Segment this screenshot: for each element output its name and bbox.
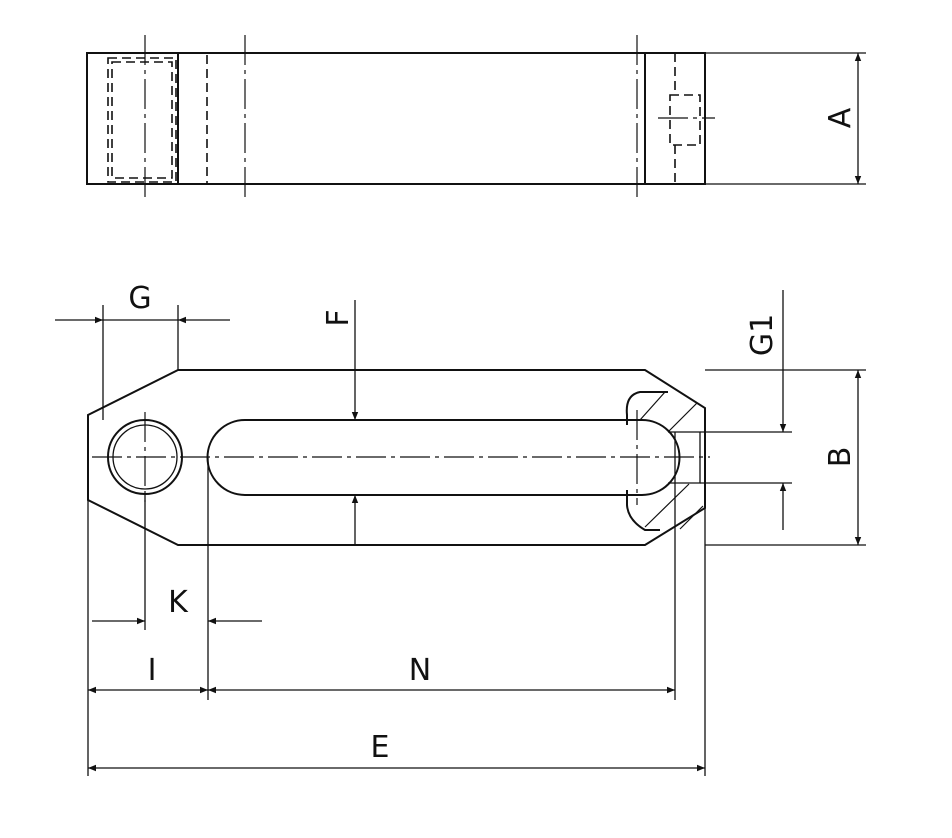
dim-label-k: K	[168, 585, 189, 620]
dim-label-g1: G1	[745, 314, 780, 356]
dim-label-g: G	[128, 281, 151, 316]
dim-label-b: B	[823, 447, 858, 468]
dim-label-e: E	[371, 730, 390, 765]
dim-label-i: I	[148, 653, 157, 688]
top-view: A	[86, 35, 866, 200]
dim-label-n: N	[409, 653, 431, 688]
dim-label-a: A	[823, 107, 858, 128]
dim-label-f: F	[321, 309, 356, 326]
plan-view: B G1 F G K I N E	[55, 281, 866, 776]
